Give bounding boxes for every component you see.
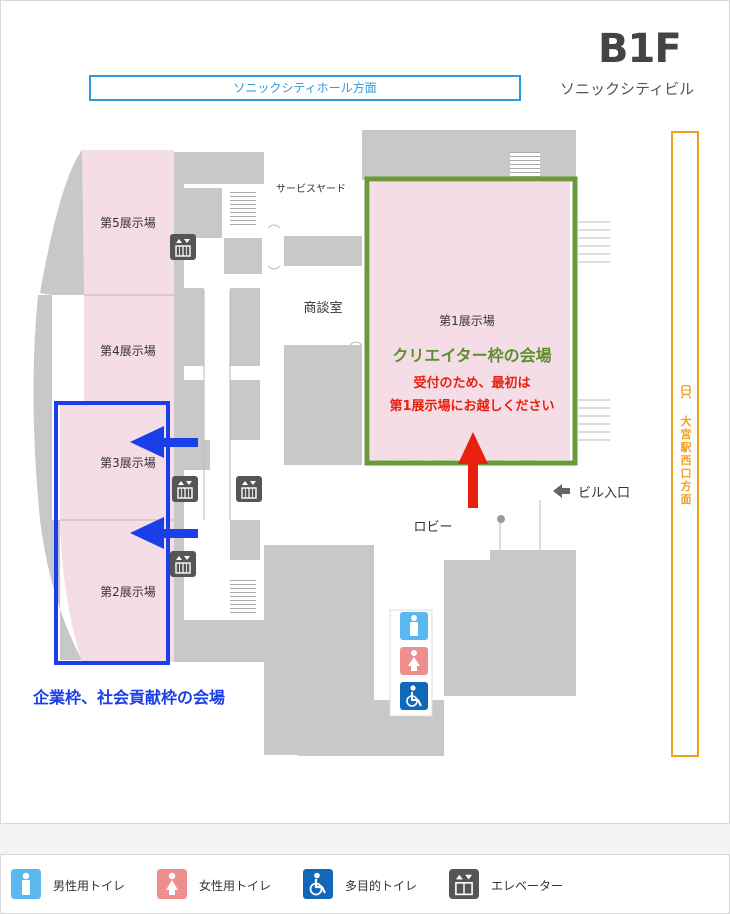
female-toilet-icon bbox=[400, 647, 428, 675]
blue-arrow-hall-3 bbox=[130, 426, 198, 458]
elevator-icon-north bbox=[169, 233, 197, 261]
female-toilet-icon bbox=[157, 869, 187, 899]
lobby-label: ロビー bbox=[413, 520, 452, 535]
exhibition-halls bbox=[60, 150, 570, 662]
hall-3-area bbox=[60, 405, 174, 520]
hall-1-label: 第1展示場 bbox=[439, 314, 495, 328]
entrance-arrow-icon bbox=[553, 484, 570, 498]
floor-plan: 第5展示場 第4展示場 第3展示場 第2展示場 第1展示場 商談室 サービスヤー… bbox=[32, 130, 630, 756]
hall-1-area bbox=[370, 182, 570, 460]
creator-venue-title: クリエイター枠の会場 bbox=[392, 346, 551, 365]
hall-3-label: 第3展示場 bbox=[100, 456, 156, 470]
entrance-label: ビル入口 bbox=[578, 486, 630, 501]
floor-title: B1F bbox=[598, 26, 682, 72]
legend-male-label: 男性用トイレ bbox=[53, 879, 126, 893]
hall-2-area bbox=[60, 520, 174, 662]
direction-sonic-city-hall: ソニックシティホール方面 bbox=[89, 75, 521, 101]
building-name: ソニックシティビル bbox=[560, 80, 695, 98]
hall-4-label: 第4展示場 bbox=[100, 344, 156, 358]
station-direction-label: 大宮駅西口方面 bbox=[680, 415, 692, 506]
creator-note-line-1: 受付のため、最初は bbox=[413, 375, 530, 391]
multipurpose-toilet-icon bbox=[400, 682, 428, 710]
train-icon bbox=[681, 385, 691, 399]
elevator-icon-south bbox=[169, 550, 197, 578]
elevator-icon bbox=[449, 869, 479, 899]
red-arrow-to-hall-1 bbox=[458, 432, 488, 508]
hall-5-label: 第5展示場 bbox=[100, 216, 156, 230]
hall-4-area bbox=[84, 295, 174, 405]
corporate-venue-label: 企業枠、社会貢献枠の会場 bbox=[32, 688, 225, 707]
stairs-east bbox=[510, 152, 540, 180]
elevator-icon-west bbox=[171, 475, 199, 503]
hall-2-label: 第2展示場 bbox=[100, 585, 156, 599]
direction-omiya-west-exit: 大宮駅西口方面 bbox=[671, 131, 699, 757]
building-walls bbox=[33, 130, 576, 756]
legend-multi-label: 多目的トイレ bbox=[345, 879, 418, 893]
elevator-icon-center bbox=[235, 475, 263, 503]
stairs-north bbox=[230, 190, 256, 228]
meeting-room-label: 商談室 bbox=[303, 300, 342, 316]
male-toilet-icon bbox=[11, 869, 41, 899]
wheelchair-icon bbox=[303, 869, 333, 899]
male-toilet-icon bbox=[400, 612, 428, 640]
hall-5-area bbox=[82, 150, 174, 295]
blue-arrow-hall-2 bbox=[130, 517, 198, 549]
service-yard-label: サービスヤード bbox=[276, 183, 346, 195]
stairs-south bbox=[230, 580, 256, 616]
legend-elevator-label: エレベーター bbox=[491, 879, 564, 893]
legend: 男性用トイレ 女性用トイレ 多目的トイレ エレベーター bbox=[0, 854, 730, 914]
creator-note-line-2: 第1展示場にお越しください bbox=[389, 398, 554, 414]
legend-female-label: 女性用トイレ bbox=[199, 879, 272, 893]
